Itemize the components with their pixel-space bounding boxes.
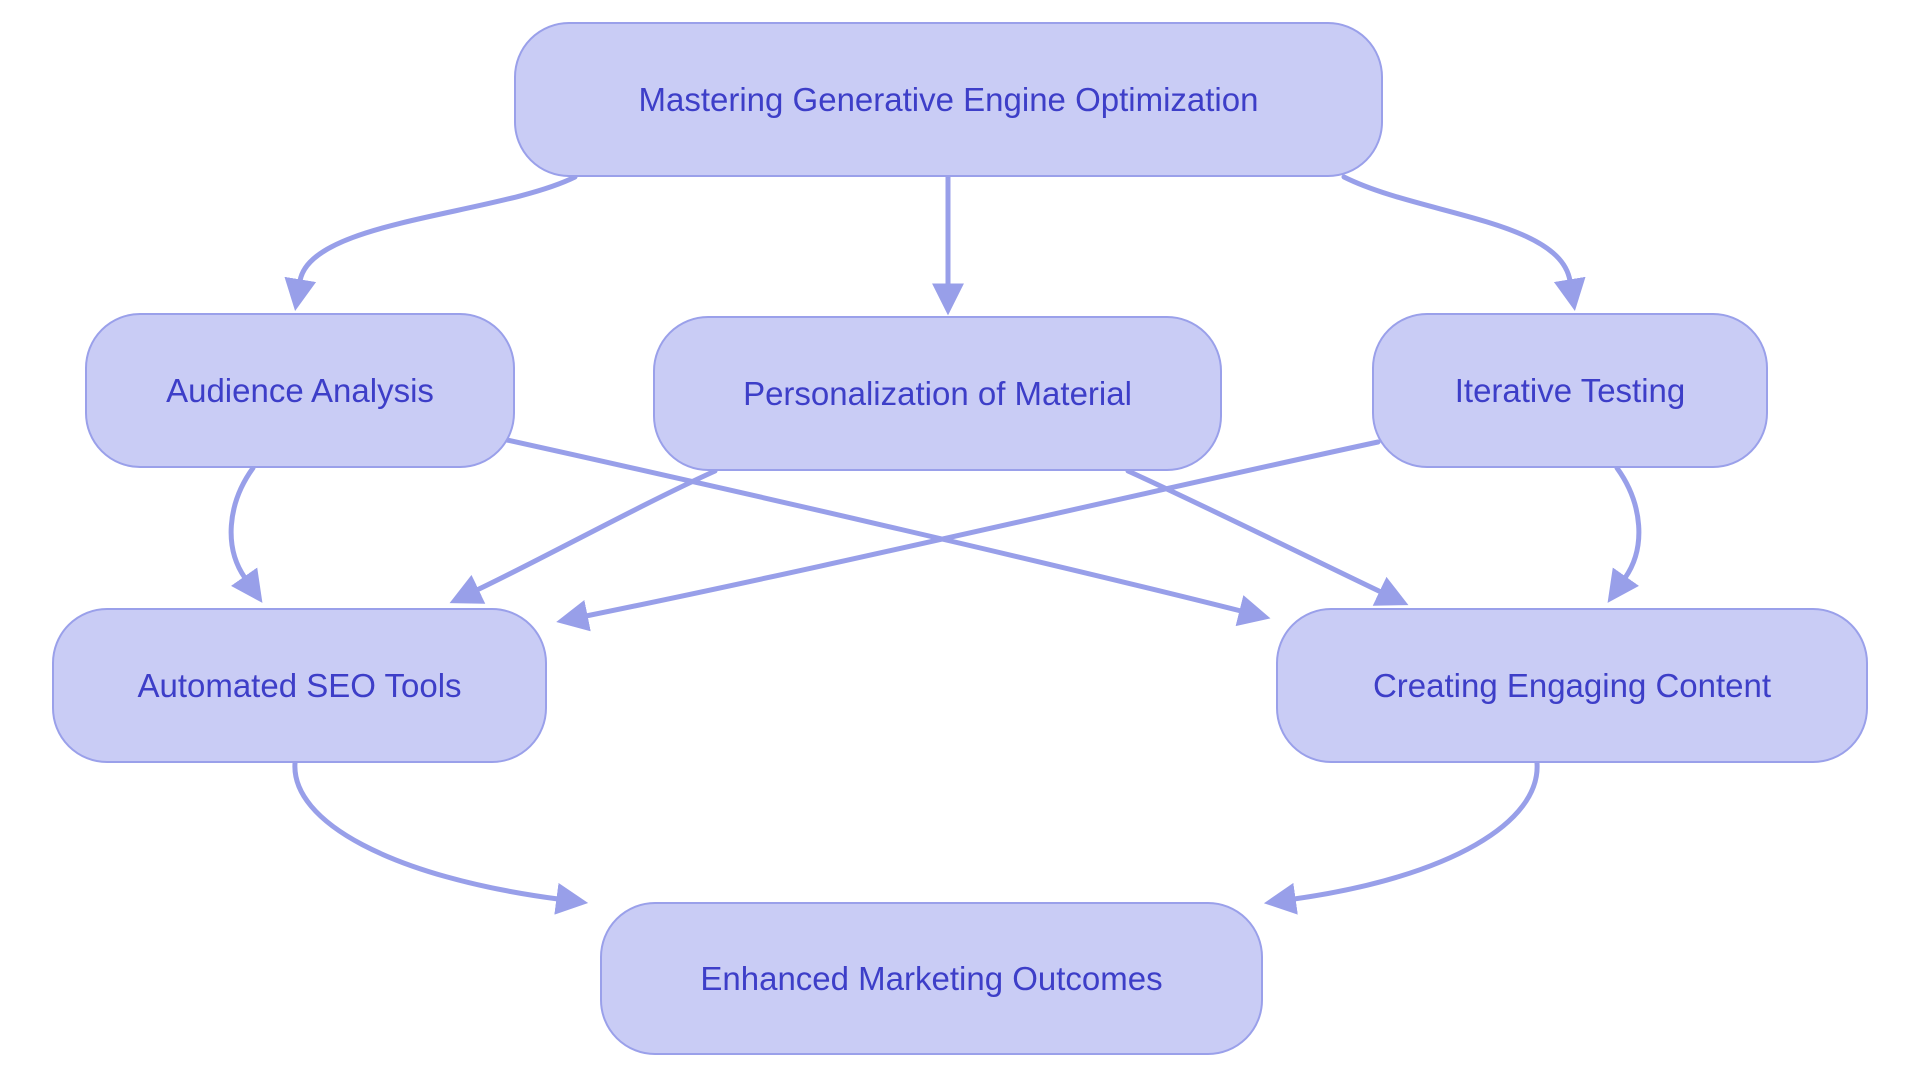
edge-personalization-to-automated	[449, 468, 718, 604]
edge-root-to-iterative	[1341, 174, 1586, 311]
node-automated-seo-tools: Automated SEO Tools	[52, 608, 547, 763]
node-creating-engaging-content: Creating Engaging Content	[1276, 608, 1868, 763]
node-label: Iterative Testing	[1454, 371, 1686, 409]
node-enhanced-marketing-outcomes: Enhanced Marketing Outcomes	[600, 902, 1263, 1055]
edge-personalization-to-creating	[1125, 468, 1409, 606]
node-label: Personalization of Material	[743, 374, 1132, 412]
node-mastering-generative-engine-optimization: Mastering Generative Engine Optimization	[514, 22, 1383, 177]
node-personalization-of-material: Personalization of Material	[653, 316, 1222, 471]
node-iterative-testing: Iterative Testing	[1372, 313, 1768, 468]
node-audience-analysis: Audience Analysis	[85, 313, 515, 468]
node-label: Enhanced Marketing Outcomes	[700, 959, 1163, 997]
node-label: Mastering Generative Engine Optimization	[638, 80, 1259, 118]
node-label: Audience Analysis	[166, 371, 434, 409]
edge-audience-to-creating	[504, 437, 1271, 627]
edge-audience-to-automated	[228, 465, 263, 603]
edge-root-to-audience	[284, 174, 578, 311]
edge-automated-to-enhanced	[292, 760, 589, 915]
node-label: Creating Engaging Content	[1372, 666, 1772, 704]
edge-iterative-to-creating	[1607, 465, 1642, 603]
edge-iterative-to-automated	[556, 439, 1381, 632]
node-label: Automated SEO Tools	[137, 666, 462, 704]
edge-creating-to-enhanced	[1263, 760, 1540, 915]
